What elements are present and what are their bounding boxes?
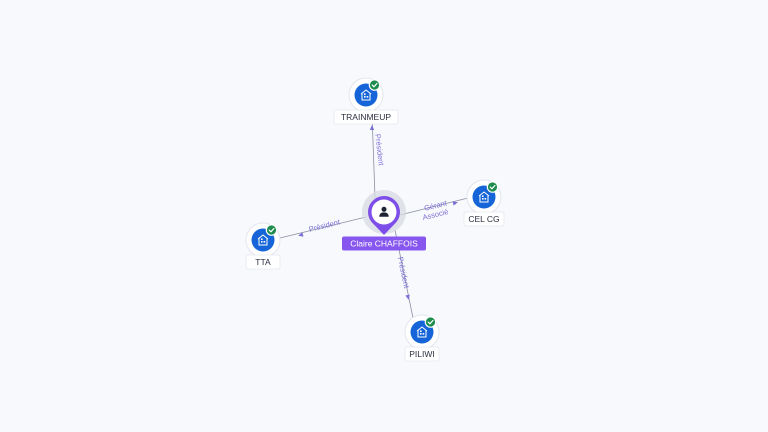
company-label: TRAINMEUP [341, 112, 391, 122]
arrow-icon [298, 232, 304, 237]
arrow-icon [452, 201, 458, 206]
company-label-box [245, 254, 281, 270]
company-node-trainmeup[interactable]: TRAINMEUP [333, 77, 399, 125]
company-node-celcg[interactable]: CEL CG [463, 179, 505, 227]
verified-check-icon [368, 79, 381, 91]
company-node-tta[interactable]: TTA [245, 222, 281, 270]
verified-check-icon [265, 224, 278, 236]
person-name: Claire CHAFFOIS [350, 239, 418, 249]
edge-trainmeup: Président [369, 112, 386, 199]
center-person-node[interactable]: Claire CHAFFOIS [342, 190, 426, 251]
edge-label: Président [373, 133, 386, 166]
company-node-piliwi[interactable]: PILIWI [404, 314, 440, 362]
building-icon [257, 234, 269, 246]
person-label-box [342, 236, 426, 251]
company-label-box [404, 346, 440, 362]
arrow-icon [405, 294, 410, 300]
verified-check-icon [486, 181, 499, 193]
company-label: TTA [255, 257, 271, 267]
company-label-box [333, 109, 399, 125]
arrow-icon [369, 125, 375, 130]
nodes-layer: TRAINMEUP CEL CG TTA PILIWI [245, 77, 505, 362]
company-label: PILIWI [409, 349, 435, 359]
edge-tta: Président [279, 216, 367, 239]
person-icon [379, 206, 389, 217]
edge-line [279, 216, 367, 239]
edge-line [399, 197, 469, 216]
company-label: CEL CG [468, 214, 499, 224]
building-icon [416, 326, 428, 338]
company-label-box [463, 211, 505, 227]
building-icon [478, 191, 490, 203]
verified-check-icon [424, 316, 437, 328]
building-icon [360, 89, 372, 101]
edge-line [371, 112, 376, 199]
edge-label: Président [308, 217, 342, 234]
person-inner-circle [371, 199, 397, 225]
edge-label: Président [396, 256, 412, 290]
